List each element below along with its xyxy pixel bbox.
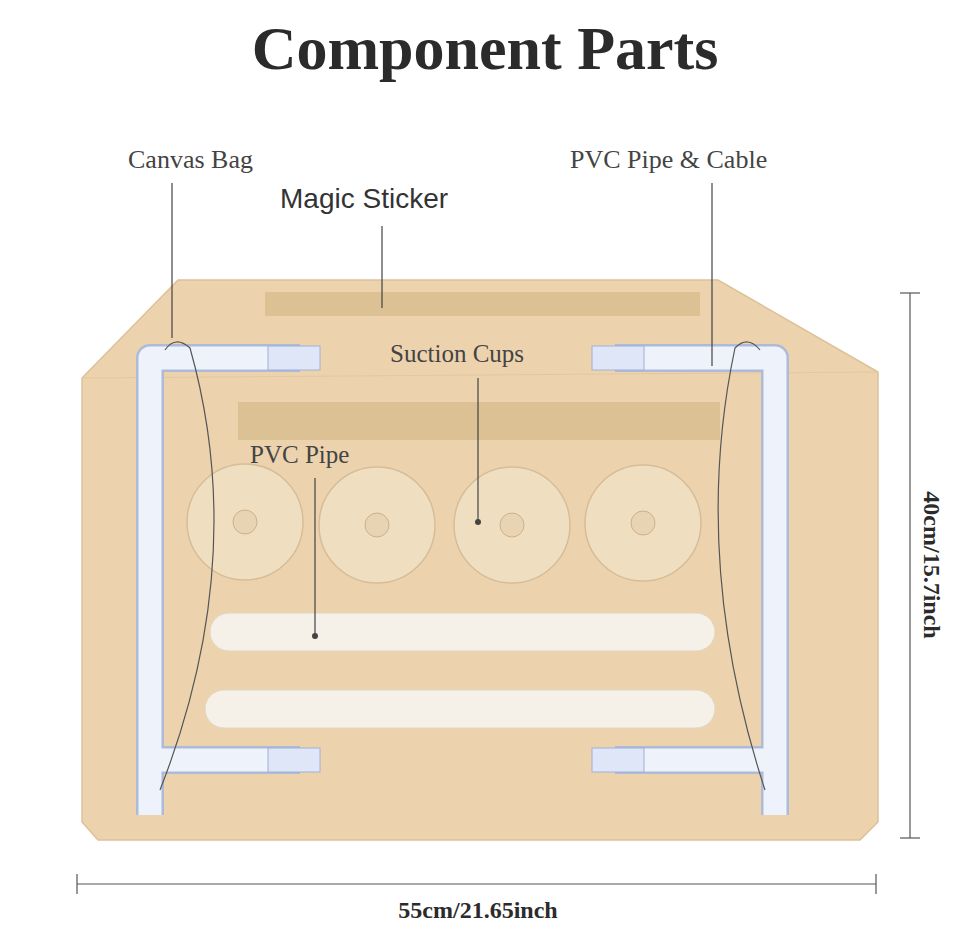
pipe-connector <box>592 346 644 370</box>
pipe-outline <box>150 358 300 815</box>
leader-dot <box>475 519 481 525</box>
suction-cup <box>319 467 435 583</box>
part-label: Magic Sticker <box>280 184 448 215</box>
dimension-tick <box>900 837 920 838</box>
leader-line <box>477 378 478 522</box>
suction-cup-knob <box>631 511 655 535</box>
leader-line <box>381 226 382 308</box>
suction-cup-knob <box>500 513 524 537</box>
part-label: Canvas Bag <box>128 146 253 175</box>
leader-dot <box>312 633 318 639</box>
pipe-body <box>150 358 300 815</box>
dimension-tick <box>76 874 77 894</box>
part-label: PVC Pipe <box>250 441 349 469</box>
suction-cup-knob <box>233 510 257 534</box>
suction-cup <box>454 467 570 583</box>
pipe-connector <box>592 748 644 772</box>
pipe-body <box>615 358 775 815</box>
part-label: PVC Pipe & Cable <box>570 146 767 175</box>
dimension-lines <box>77 293 920 894</box>
dimension-tick <box>900 292 920 293</box>
page-title: Component Parts <box>5 14 960 82</box>
pipe-connector <box>268 748 320 772</box>
dimension-line <box>909 293 910 838</box>
velcro-strip <box>238 402 720 440</box>
suction-cup <box>585 465 701 581</box>
cable <box>718 342 765 790</box>
pvc-frame-left <box>150 346 320 815</box>
pipe-connector <box>268 346 320 370</box>
dimension-line <box>77 883 876 884</box>
suction-cup-knob <box>365 513 389 537</box>
pipe-outline <box>615 358 775 815</box>
leader-lines <box>172 183 712 636</box>
leader-line <box>711 183 712 366</box>
velcro-strip <box>265 292 700 316</box>
dimension-label: 40cm/15.7inch <box>919 491 945 638</box>
leader-line <box>171 183 172 338</box>
part-label: Suction Cups <box>390 340 524 368</box>
pvc-pipe <box>205 690 715 728</box>
suction-cups <box>187 464 701 583</box>
pvc-pipe <box>210 613 715 651</box>
pvc-frame-right <box>592 346 775 815</box>
bag-fold <box>82 372 878 378</box>
suction-cup <box>187 464 303 580</box>
dimension-label: 55cm/21.65inch <box>398 897 557 923</box>
leader-line <box>314 478 315 636</box>
canvas-bag <box>82 280 878 840</box>
dimension-tick <box>875 874 876 894</box>
cable <box>160 342 214 790</box>
